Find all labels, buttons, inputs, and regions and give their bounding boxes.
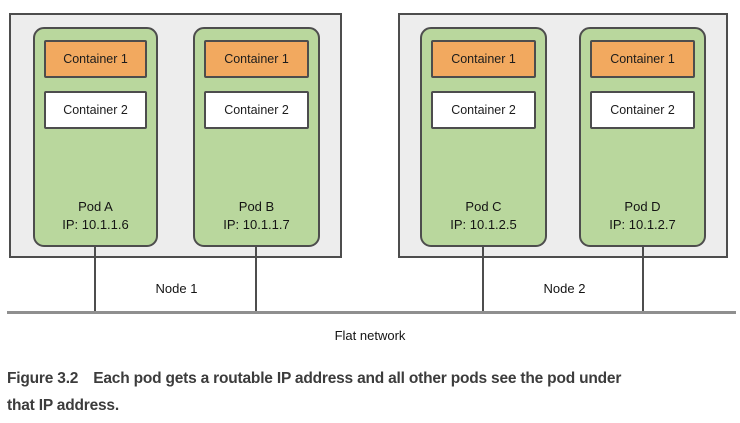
container-2-box: Container 2 <box>204 91 309 129</box>
container-2-box: Container 2 <box>431 91 536 129</box>
pod-name: Pod C <box>465 199 502 214</box>
pod-ip: IP: 10.1.2.7 <box>609 217 676 232</box>
container-1-box: Container 1 <box>204 40 309 78</box>
caption-line-1: Figure 3.2 Each pod gets a routable IP ad… <box>7 365 733 392</box>
pod-ip: IP: 10.1.1.6 <box>62 217 129 232</box>
container-1-box: Container 1 <box>44 40 147 78</box>
figure-number: Figure 3.2 <box>7 370 79 387</box>
container-1-box: Container 1 <box>590 40 695 78</box>
pod-name: Pod B <box>238 199 275 214</box>
node-2-label: Node 2 <box>543 281 586 296</box>
flat-network-line <box>7 311 736 314</box>
figure-caption: Figure 3.2 Each pod gets a routable IP ad… <box>7 365 733 419</box>
caption-text: Each pod gets a routable IP address and … <box>93 370 622 387</box>
container-2-box: Container 2 <box>590 91 695 129</box>
pod-d-network-line <box>642 247 644 313</box>
node-1-box: Container 1 Container 2 Pod A IP: 10.1.1… <box>9 13 342 258</box>
pod-b-network-line <box>255 247 257 313</box>
pod-name: Pod D <box>624 199 661 214</box>
caption-line-2: that IP address. <box>7 397 119 414</box>
container-1-box: Container 1 <box>431 40 536 78</box>
node-1-label: Node 1 <box>155 281 198 296</box>
pod-a-network-line <box>94 247 96 313</box>
pod-a-label: Pod A IP: 10.1.1.6 <box>35 198 156 245</box>
pod-b: Container 1 Container 2 Pod B IP: 10.1.1… <box>193 27 320 247</box>
node-2-box: Container 1 Container 2 Pod C IP: 10.1.2… <box>398 13 728 258</box>
flat-network-label: Flat network <box>334 328 406 343</box>
pod-d: Container 1 Container 2 Pod D IP: 10.1.2… <box>579 27 706 247</box>
pod-ip: IP: 10.1.2.5 <box>450 217 517 232</box>
pod-c-network-line <box>482 247 484 313</box>
pod-b-label: Pod B IP: 10.1.1.7 <box>195 198 318 245</box>
pod-a: Container 1 Container 2 Pod A IP: 10.1.1… <box>33 27 158 247</box>
pod-d-label: Pod D IP: 10.1.2.7 <box>581 198 704 245</box>
pod-ip: IP: 10.1.1.7 <box>223 217 290 232</box>
pod-c-label: Pod C IP: 10.1.2.5 <box>422 198 545 245</box>
pod-name: Pod A <box>78 199 113 214</box>
container-2-box: Container 2 <box>44 91 147 129</box>
pod-c: Container 1 Container 2 Pod C IP: 10.1.2… <box>420 27 547 247</box>
